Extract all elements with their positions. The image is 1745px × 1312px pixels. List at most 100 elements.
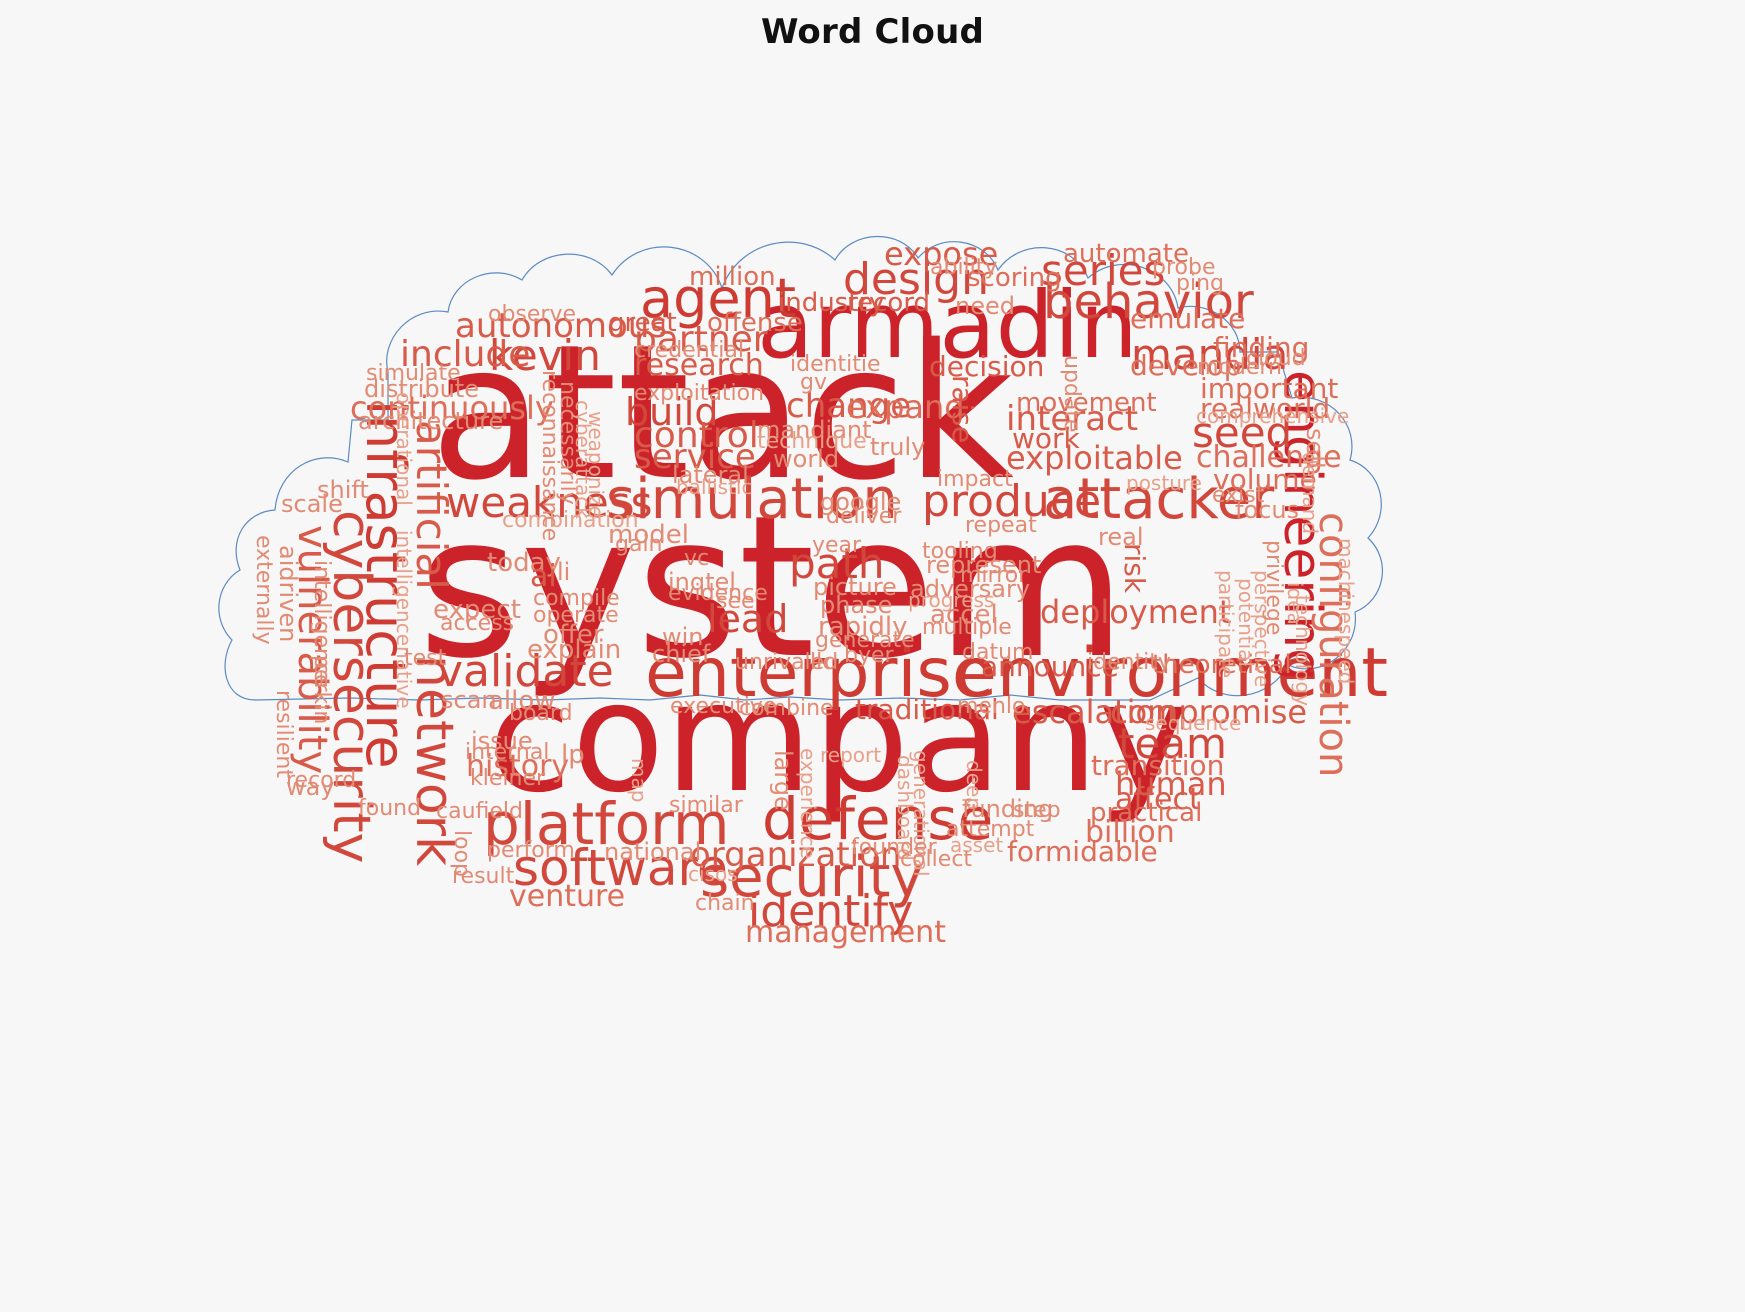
- word-year: year: [812, 533, 862, 558]
- word-accel: accel: [930, 600, 998, 630]
- word-decision: decision: [929, 350, 1045, 383]
- word-necessarily: necessarily: [555, 381, 580, 505]
- word-national: national: [604, 838, 702, 866]
- word-allow: allow: [488, 686, 556, 716]
- word-repeat: repeat: [965, 513, 1037, 538]
- word-industry: industry: [778, 288, 885, 318]
- word-perspective: perspective: [1250, 570, 1274, 688]
- word-system: system: [418, 474, 1127, 702]
- word-environment: environment: [955, 634, 1389, 713]
- word-mandiant: mandiant: [757, 416, 872, 444]
- word-record: record: [286, 768, 357, 793]
- word-explain: explain: [527, 635, 622, 665]
- word-generational: generational: [909, 750, 933, 877]
- word-billion: billion: [1085, 815, 1175, 850]
- word-represent: represent: [926, 551, 1042, 579]
- word-focus: focus: [1235, 496, 1300, 524]
- word-escalation: escalation: [1012, 693, 1176, 731]
- word-chain: chain: [695, 891, 755, 916]
- word-autonomous: autonomous: [455, 306, 668, 346]
- word-menlo: menlo: [957, 694, 1026, 719]
- word-research: research: [634, 348, 764, 383]
- word-compile: compile: [533, 586, 620, 611]
- word-traditional: traditional: [855, 693, 999, 726]
- word-emulate: emulate: [1130, 302, 1246, 335]
- word-service: service: [634, 437, 756, 477]
- word-potential: potential: [1234, 578, 1258, 667]
- word-operational: operational: [392, 392, 416, 506]
- word-software: software: [513, 839, 728, 897]
- word-scale: scale: [281, 490, 343, 518]
- word-test: test: [404, 646, 447, 671]
- word-gv: gv: [800, 370, 827, 395]
- word-cybersecurity: cybersecurity: [321, 510, 381, 864]
- word-control: control: [634, 415, 759, 456]
- word-architecture: architecture: [358, 407, 504, 435]
- word-challenge: challenge: [1196, 440, 1342, 475]
- word-funding: funding: [962, 795, 1054, 823]
- word-credential: credential: [634, 338, 744, 363]
- word-llc: llc: [810, 650, 835, 675]
- word-perform: perform: [487, 838, 575, 863]
- word-shift: shift: [317, 476, 369, 504]
- word-history: history: [466, 749, 570, 784]
- word-reconnaissance: reconnaissance: [537, 370, 562, 542]
- word-intelligencenative: intelligencenative: [392, 530, 416, 709]
- word-board: board: [509, 701, 573, 726]
- word-exist: exist: [1212, 483, 1265, 508]
- word-combine: combine: [739, 696, 834, 721]
- word-seed: seed: [1192, 408, 1293, 457]
- word-build: build: [625, 390, 719, 434]
- word-risk: risk: [1118, 543, 1151, 594]
- word-intelligence: intelligence: [309, 560, 334, 688]
- word-update: update: [1059, 355, 1084, 433]
- word-progress: progress: [908, 588, 995, 612]
- word-kevin: kevin: [489, 331, 601, 380]
- word-vc: vc: [684, 546, 710, 571]
- word-weaponize: weaponize: [584, 411, 608, 518]
- word-internal: internal: [465, 740, 550, 765]
- word-scan: scan: [441, 686, 497, 714]
- word-deep: deep: [962, 760, 986, 810]
- word-modern: modern: [1197, 355, 1282, 380]
- word-announce: announce: [981, 650, 1119, 683]
- word-world: world: [773, 445, 840, 473]
- word-series: series: [1041, 246, 1166, 295]
- word-enterprise: enterprise: [645, 634, 994, 713]
- word-kleiner: kleiner: [470, 766, 546, 791]
- word-result: result: [452, 864, 515, 889]
- word-combination: combination: [502, 508, 639, 533]
- word-partner: partner: [634, 319, 768, 360]
- word-report: report: [820, 743, 882, 767]
- word-transition: transition: [1091, 749, 1225, 782]
- word-formidable: formidable: [1007, 835, 1158, 868]
- word-sell: sell: [1301, 428, 1329, 469]
- word-demand: demand: [1298, 452, 1322, 535]
- word-change: change: [786, 386, 912, 426]
- word-privilege: privilege: [1261, 540, 1286, 636]
- word-infrastructure: infrastructure: [354, 400, 417, 769]
- word-technique: technique: [757, 429, 867, 454]
- word-organization: organization: [690, 835, 902, 875]
- word-distribute: distribute: [364, 375, 479, 403]
- word-venture: venture: [509, 879, 626, 914]
- word-validate: validate: [437, 646, 614, 697]
- word-ai: ai: [530, 559, 557, 594]
- word-li: li: [557, 558, 571, 586]
- word-finding: finding: [1213, 331, 1310, 364]
- word-participate: participate: [1214, 570, 1238, 679]
- word-armadin: armadin: [757, 272, 1138, 379]
- word-issue: issue: [471, 727, 533, 755]
- word-rapidly: rapidly: [818, 612, 908, 642]
- word-continuously: continuously: [350, 389, 554, 427]
- word-work: work: [1012, 422, 1080, 455]
- word-real: real: [1098, 523, 1144, 551]
- word-offense: offense: [707, 308, 803, 338]
- word-step: step: [1013, 798, 1061, 823]
- word-offer: offer: [543, 620, 604, 650]
- word-byer: byer: [844, 643, 894, 668]
- word-ability: ability: [930, 255, 998, 280]
- word-impact: impact: [937, 467, 1013, 492]
